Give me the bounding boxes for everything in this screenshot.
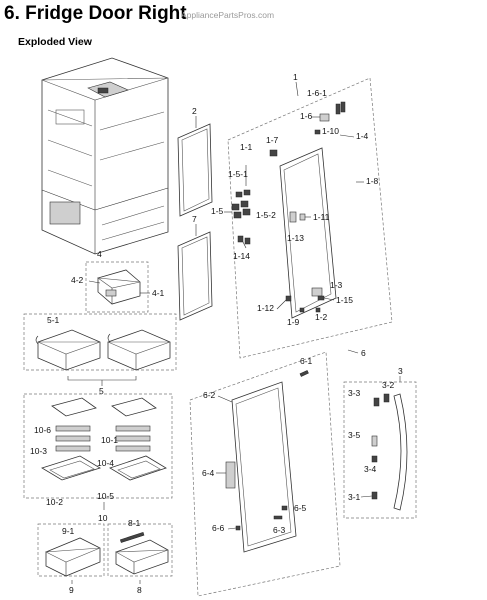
label-1-11: 1-11	[313, 212, 330, 222]
part-4-bin	[96, 269, 141, 305]
label-5: 5	[99, 386, 104, 396]
label-1-12: 1-12	[257, 303, 274, 313]
label-1-7: 1-7	[266, 135, 279, 145]
label-3: 3	[398, 366, 403, 376]
label-9-1: 9-1	[62, 526, 75, 536]
label-3-2: 3-2	[382, 380, 395, 390]
door-panel-1	[279, 147, 337, 319]
label-1-2: 1-2	[315, 312, 328, 322]
label-1: 1	[293, 72, 298, 82]
part-1-11	[299, 213, 306, 221]
part-1-5-1-hinges	[231, 189, 251, 219]
label-9: 9	[69, 585, 74, 595]
part-1-2	[315, 307, 321, 313]
label-1-10: 1-10	[322, 126, 339, 136]
label-10-5: 10-5	[97, 491, 114, 501]
label-4: 4	[97, 249, 102, 259]
label-3-3: 3-3	[348, 388, 361, 398]
label-1-15: 1-15	[336, 295, 353, 305]
label-4-2: 4-2	[71, 275, 84, 285]
assembly-8-boundary	[107, 523, 173, 577]
part-8-door-bin	[114, 532, 169, 575]
part-10-shelf-right	[109, 397, 167, 481]
part-6-5	[281, 505, 288, 511]
label-4-1: 4-1	[152, 288, 165, 298]
label-7: 7	[192, 214, 197, 224]
label-3-4: 3-4	[364, 464, 377, 474]
label-10-1: 10-1	[101, 435, 118, 445]
part-1-7	[269, 149, 278, 157]
assembly-6-boundary	[189, 351, 341, 597]
assembly-10-boundary	[23, 393, 173, 499]
label-10-6: 10-6	[34, 425, 51, 435]
assembly-9-boundary	[37, 523, 105, 577]
label-10-4: 10-4	[97, 458, 114, 468]
label-8: 8	[137, 585, 142, 595]
gasket-lower	[177, 231, 213, 321]
label-3-1: 3-1	[348, 492, 361, 502]
label-1-5: 1-5	[211, 206, 224, 216]
label-10-3: 10-3	[30, 446, 47, 456]
part-10-shelf-left	[41, 397, 101, 481]
label-1-5-1: 1-5-1	[228, 169, 248, 179]
label-5-1: 5-1	[47, 315, 60, 325]
part-9-door-bin	[44, 537, 101, 577]
assembly-4-boundary	[85, 261, 149, 313]
label-6-4: 6-4	[202, 468, 215, 478]
door-panel-6	[225, 381, 297, 553]
label-1-5-2: 1-5-2	[256, 210, 276, 220]
section-subtitle: Exploded View	[18, 36, 93, 48]
assembly-5-boundary	[23, 313, 177, 371]
label-6-3: 6-3	[273, 525, 286, 535]
part-1-6-1-handle	[335, 101, 346, 115]
part-5-drawer-left	[35, 329, 101, 371]
label-3-5: 3-5	[348, 430, 361, 440]
label-10-2: 10-2	[46, 497, 63, 507]
part-5-drawer-right	[107, 329, 171, 371]
label-1-8: 1-8	[366, 176, 379, 186]
part-1-6	[319, 113, 330, 122]
label-1-14: 1-14	[233, 251, 250, 261]
label-1-4: 1-4	[356, 131, 369, 141]
watermark: AppliancePartsPros.com	[181, 10, 274, 20]
part-1-10	[314, 129, 321, 135]
part-6-1	[299, 370, 309, 377]
label-6-5: 6-5	[294, 503, 307, 513]
refrigerator-cabinet	[41, 57, 169, 255]
label-6: 6	[361, 348, 366, 358]
label-6-1: 6-1	[300, 356, 313, 366]
label-10: 10	[98, 513, 108, 523]
label-6-2: 6-2	[203, 390, 216, 400]
part-1-9	[299, 307, 305, 313]
gasket-upper	[177, 123, 213, 217]
label-2: 2	[192, 106, 197, 116]
part-6-3	[273, 515, 283, 520]
part-6-6	[235, 525, 241, 531]
part-1-12	[285, 295, 292, 302]
page-title: 6. Fridge Door Right	[4, 3, 187, 24]
label-1-3: 1-3	[330, 280, 343, 290]
label-8-1: 8-1	[128, 518, 141, 528]
label-1-9: 1-9	[287, 317, 300, 327]
label-1-1: 1-1	[240, 142, 253, 152]
label-6-6: 6-6	[212, 523, 225, 533]
assembly-3-boundary	[343, 381, 417, 519]
label-1-6-1: 1-6-1	[307, 88, 327, 98]
label-1-13: 1-13	[287, 233, 304, 243]
label-1-6: 1-6	[300, 111, 313, 121]
part-3-handle	[371, 393, 408, 511]
